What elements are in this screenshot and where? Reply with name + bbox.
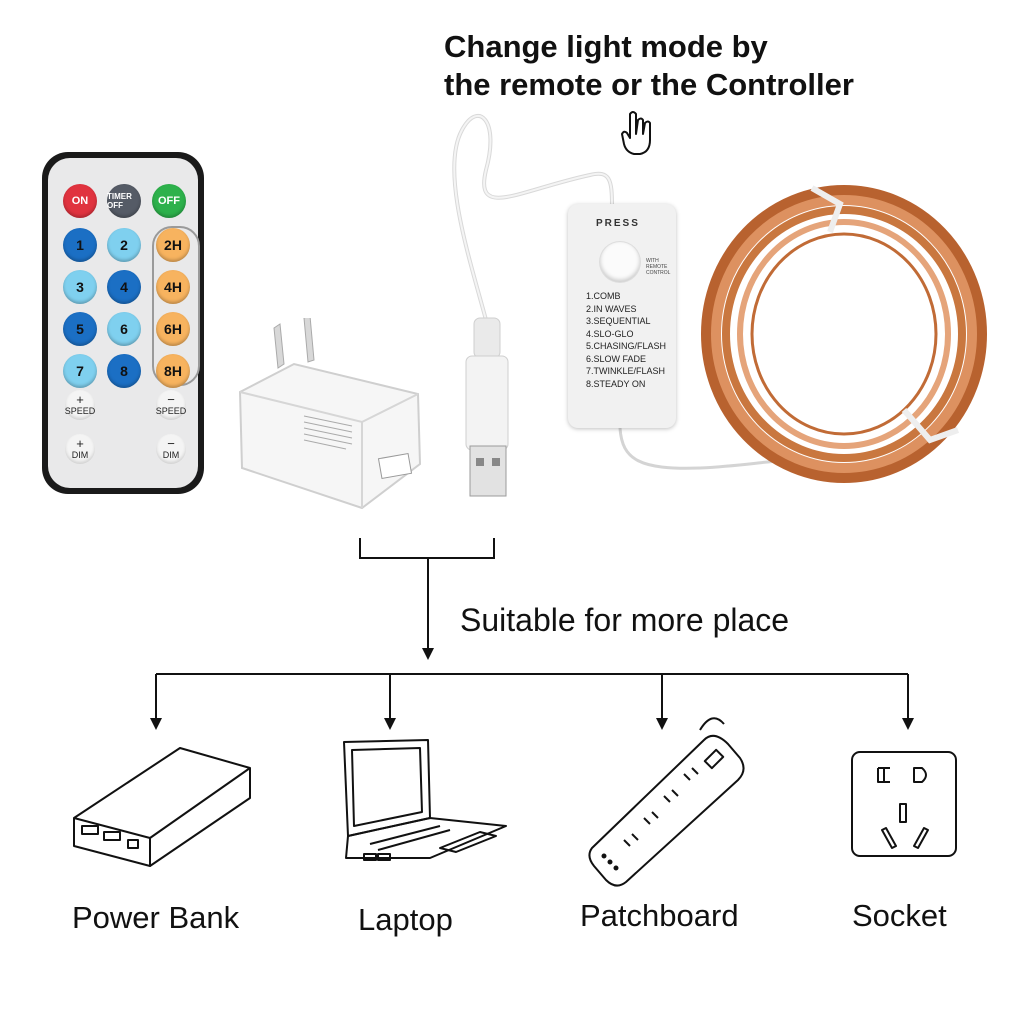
light-wire (618, 427, 791, 470)
light-controller: PRESS WITH REMOTE CONTROL 1.COMB 2.IN WAV… (568, 204, 676, 428)
suitable-caption: Suitable for more place (460, 602, 790, 638)
socket-label: Socket (852, 898, 947, 933)
remote-speed-minus-button-symbol: − (167, 392, 175, 407)
controller-mode-item: 6.SLOW FADE (586, 353, 647, 364)
remote-number-8-button[interactable]: 8 (107, 354, 141, 388)
remote-dim-minus-button-symbol: − (167, 436, 175, 451)
remote-dim-minus-button-label: DIM (162, 450, 180, 460)
controller-mode-item: 7.TWINKLE/FLASH (586, 366, 666, 376)
patchboard-label: Patchboard (580, 898, 739, 933)
controller-mode-item: 1.COMB (586, 291, 621, 301)
remote-number-6-button[interactable]: 6 (107, 312, 141, 346)
remote-dim-plus-button[interactable]: +DIM (65, 434, 95, 464)
remote-speed-minus-button-label: SPEED (155, 406, 187, 416)
headline: Change light mode by the remote or the C… (444, 28, 854, 104)
controller-mode-list: 1.COMB 2.IN WAVES 3.SEQUENTIAL 4.SLO-GLO 5.C… (586, 290, 666, 390)
remote-on-button[interactable]: ON (63, 184, 97, 218)
power-bank-label: Power Bank (72, 900, 240, 935)
controller-mode-item: 8.STEADY ON (586, 378, 646, 389)
remote-speed-plus-button-label: SPEED (64, 406, 96, 416)
remote-dim-plus-button-label: DIM (71, 450, 89, 460)
remote-number-7-button[interactable]: 7 (63, 354, 97, 388)
headline-line-2: the remote or the Controller (444, 67, 854, 102)
arrow-heads (150, 648, 914, 730)
remote-timer-8h-button[interactable]: 8H (156, 354, 190, 388)
remote-off-button[interactable]: OFF (152, 184, 186, 218)
adapter-prongs (273, 318, 315, 369)
remote-number-4-button[interactable]: 4 (107, 270, 141, 304)
controller-mode-item: 5.CHASING/FLASH (586, 341, 667, 351)
socket-icon (851, 751, 957, 857)
remote-number-3-button[interactable]: 3 (63, 270, 97, 304)
remote-speed-plus-button[interactable]: +SPEED (65, 390, 95, 420)
remote-number-1-button[interactable]: 1 (63, 228, 97, 262)
laptop-label: Laptop (358, 902, 453, 937)
remote-timer-off-button[interactable]: TIMER OFF (107, 184, 141, 218)
controller-mode-item: 4.SLO-GLO (586, 328, 634, 339)
pointing-hand-icon (621, 111, 651, 155)
remote-dim-plus-button-symbol: + (76, 436, 84, 451)
headline-line-1: Change light mode by (444, 29, 768, 64)
controller-mode-button[interactable] (600, 242, 640, 282)
usb-power-adapter (238, 362, 422, 510)
remote-speed-minus-button[interactable]: −SPEED (156, 390, 186, 420)
remote-dim-minus-button[interactable]: −DIM (156, 434, 186, 464)
remote-timer-6h-button[interactable]: 6H (156, 312, 190, 346)
controller-mode-item: 3.SEQUENTIAL (586, 316, 651, 326)
remote-timer-2h-button[interactable]: 2H (156, 228, 190, 262)
copper-string-lights (701, 185, 987, 483)
controller-press-label: PRESS (596, 218, 640, 229)
patchboard-icon (588, 717, 745, 887)
controller-mode-item: 2.IN WAVES (586, 303, 637, 314)
usb-plug (465, 317, 509, 497)
remote-number-5-button[interactable]: 5 (63, 312, 97, 346)
remote-number-2-button[interactable]: 2 (107, 228, 141, 262)
connector-lines (155, 538, 909, 720)
controller-remote-note: WITH REMOTE CONTROL (646, 258, 671, 276)
laptop-icon (343, 739, 507, 861)
remote-speed-plus-button-symbol: + (76, 392, 84, 407)
power-bank-icon (73, 747, 251, 867)
remote-timer-4h-button[interactable]: 4H (156, 270, 190, 304)
